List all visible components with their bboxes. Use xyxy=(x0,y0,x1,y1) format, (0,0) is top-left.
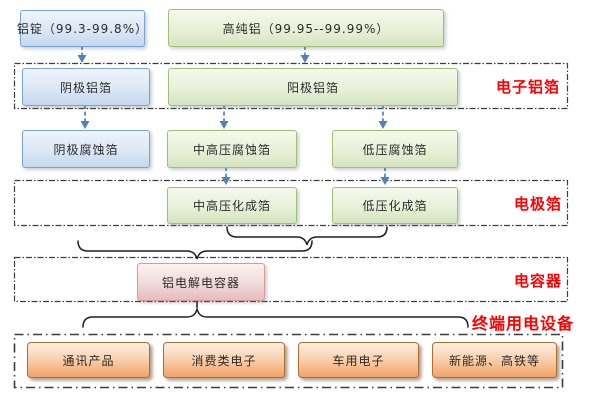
brace-capacitor-to-end-use xyxy=(82,308,469,328)
node-automotive-electronics: 车用电子 xyxy=(298,342,419,378)
node-low-voltage-etched-foil: 低压腐蚀箔 xyxy=(332,130,458,168)
arrowhead-icon xyxy=(219,121,229,129)
section-frame-capacitor xyxy=(13,256,569,303)
section-frame-electronic-al-foil xyxy=(13,62,569,110)
node-telecom-products: 通讯产品 xyxy=(27,342,150,378)
arrowhead-icon xyxy=(80,121,90,129)
flow-arrows xyxy=(77,46,390,185)
node-new-energy-high-speed-rail: 新能源、高铁等 xyxy=(432,342,557,378)
brace-foils-to-capacitor xyxy=(77,240,313,260)
section-frame-end-use-equipment xyxy=(13,333,564,389)
node-cathode-al-foil: 阴极铝箔 xyxy=(22,68,150,106)
node-mid-high-voltage-formed-foil: 中高压化成箔 xyxy=(167,187,297,224)
node-mid-high-voltage-etched-foil: 中高压腐蚀箔 xyxy=(167,130,297,168)
section-label-electronic-al-foil: 电子铝箔 xyxy=(496,78,561,96)
node-anode-al-foil: 阳极铝箔 xyxy=(168,68,458,106)
section-label-capacitor: 电容器 xyxy=(514,272,563,290)
section-label-end-use-equipment: 终端用电设备 xyxy=(472,314,575,333)
arrowhead-icon xyxy=(77,55,87,63)
node-al-ingot: 铝锭（99.3-99.8%） xyxy=(17,10,147,47)
brace-formed-foils xyxy=(226,226,388,246)
section-label-electrode-foil: 电极箔 xyxy=(514,195,563,213)
section-frame-electrode-foil xyxy=(13,179,569,227)
node-cathode-etched-foil: 阴极腐蚀箔 xyxy=(22,130,150,168)
node-consumer-electronics: 消费类电子 xyxy=(163,342,285,378)
node-al-electrolytic-capacitor: 铝电解电容器 xyxy=(137,263,265,301)
arrowhead-icon xyxy=(300,55,310,63)
arrowhead-icon xyxy=(380,177,390,185)
node-high-purity-al: 高纯铝（99.95--99.99%） xyxy=(168,9,444,47)
arrowhead-icon xyxy=(378,121,388,129)
node-low-voltage-formed-foil: 低压化成箔 xyxy=(332,187,458,224)
arrowhead-icon xyxy=(221,177,231,185)
